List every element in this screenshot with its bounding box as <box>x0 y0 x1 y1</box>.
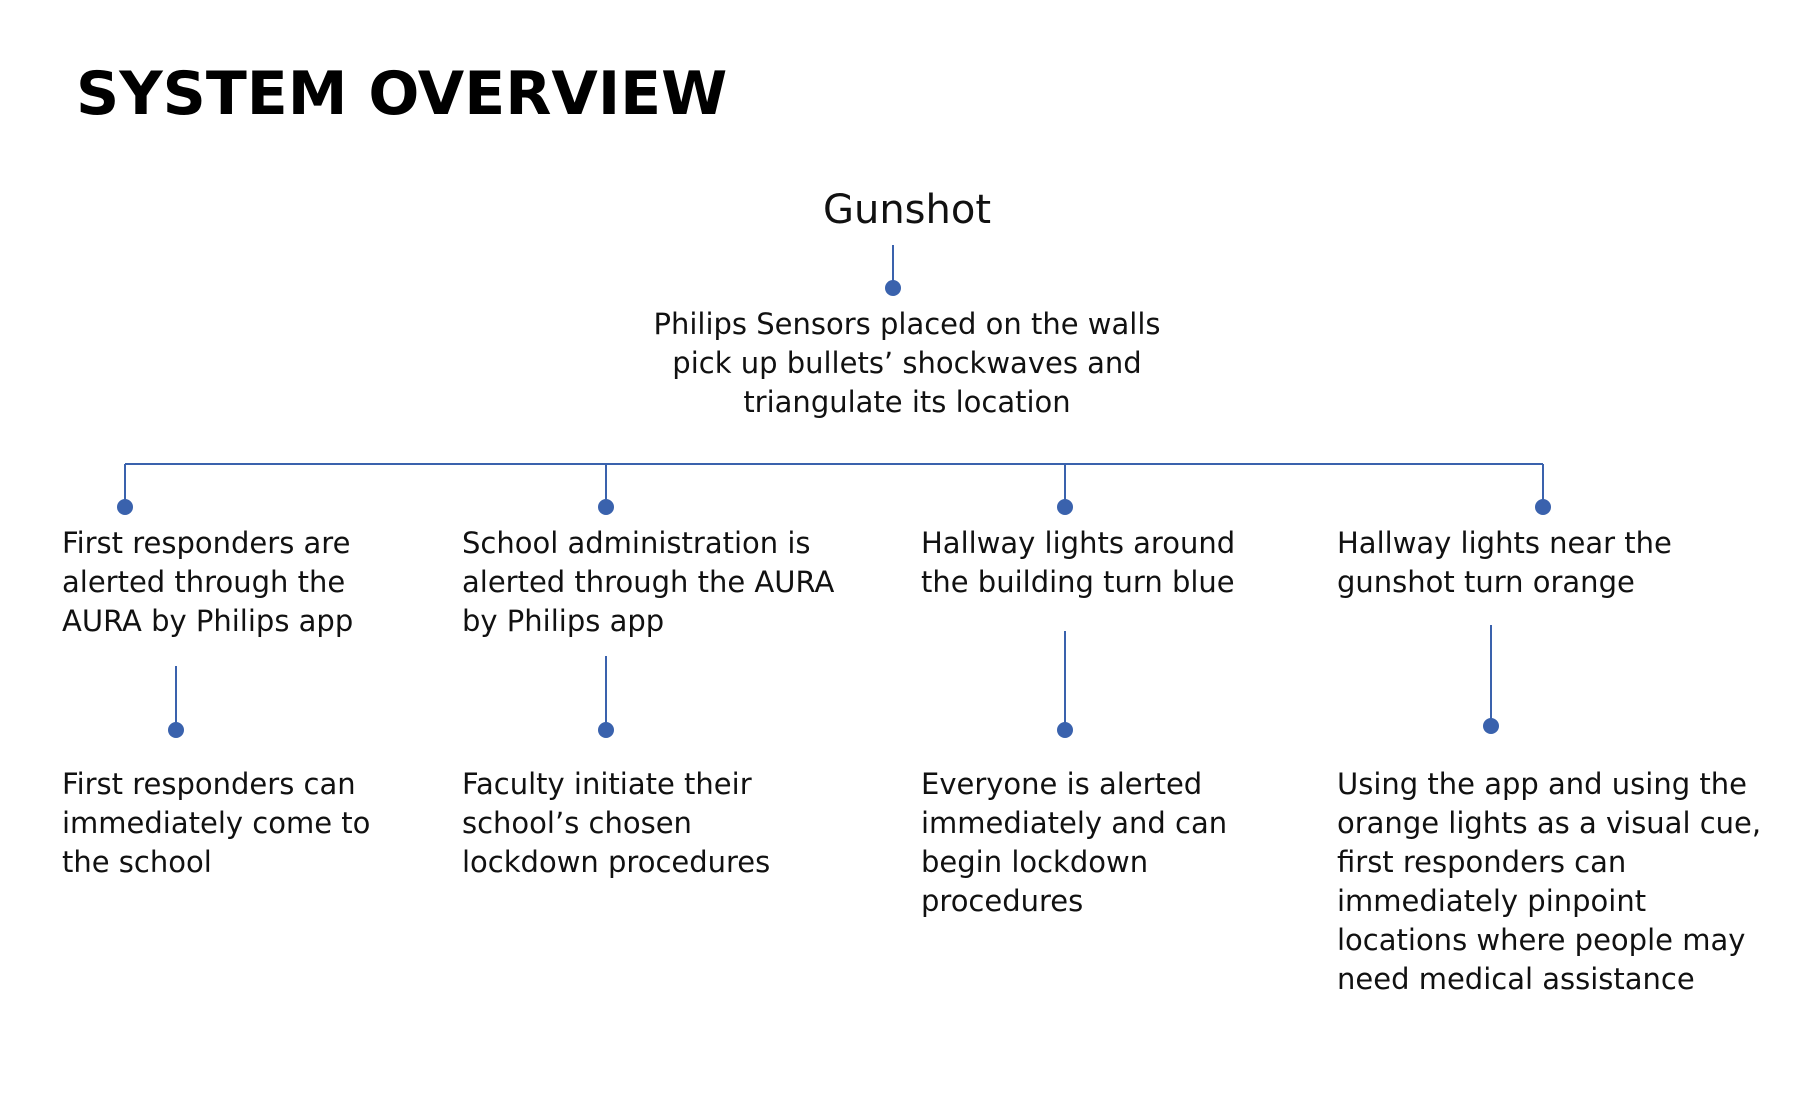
node-line: orange lights as a visual cue, <box>1337 806 1762 840</box>
branch-3-link-dot <box>1057 722 1073 738</box>
node-line: locations where people may <box>1337 923 1746 957</box>
node-line: School administration is <box>462 526 811 560</box>
sensor-line: Philips Sensors placed on the walls <box>653 307 1161 341</box>
branch-4-primary-node: Hallway lights near the gunshot turn ora… <box>1337 524 1672 602</box>
node-line: need medical assistance <box>1337 962 1695 996</box>
node-line: First responders are <box>62 526 351 560</box>
node-line: Hallway lights around <box>921 526 1236 560</box>
node-line: by Philips app <box>462 604 665 638</box>
branch-1-drop-dot <box>117 499 133 515</box>
gunshot-node: Gunshot <box>822 187 992 233</box>
sensor-line: triangulate its location <box>743 385 1071 419</box>
branch-4-secondary-node: Using the app and using the orange light… <box>1337 765 1761 999</box>
node-line: immediately come to <box>62 806 371 840</box>
node-line: First responders can <box>62 767 356 801</box>
node-line: alerted through the <box>62 565 346 599</box>
node-line: Everyone is alerted <box>921 767 1203 801</box>
branch-1-link-dot <box>168 722 184 738</box>
node-line: procedures <box>921 884 1084 918</box>
sensor-node: Philips Sensors placed on the walls pick… <box>607 305 1207 422</box>
node-line: Faculty initiate their <box>462 767 752 801</box>
node-line: alerted through the AURA <box>462 565 835 599</box>
branch-2-primary-node: School administration is alerted through… <box>462 524 834 641</box>
branch-2-secondary-node: Faculty initiate their school’s chosen l… <box>462 765 770 882</box>
sensor-line: pick up bullets’ shockwaves and <box>672 346 1142 380</box>
node-line: AURA by Philips app <box>62 604 354 638</box>
branch-3-secondary-node: Everyone is alerted immediately and can … <box>921 765 1227 921</box>
node-line: Using the app and using the <box>1337 767 1747 801</box>
node-line: immediately and can <box>921 806 1228 840</box>
branch-4-link-dot <box>1483 718 1499 734</box>
node-line: Hallway lights near the <box>1337 526 1672 560</box>
branch-2-drop-dot <box>598 499 614 515</box>
branch-1-primary-node: First responders are alerted through the… <box>62 524 353 641</box>
node-line: lockdown procedures <box>462 845 771 879</box>
root-connector-dot <box>885 280 901 296</box>
node-line: the building turn blue <box>921 565 1235 599</box>
node-line: gunshot turn orange <box>1337 565 1635 599</box>
node-line: first responders can <box>1337 845 1627 879</box>
branch-2-link-dot <box>598 722 614 738</box>
branch-1-secondary-node: First responders can immediately come to… <box>62 765 370 882</box>
node-line: immediately pinpoint <box>1337 884 1647 918</box>
branch-3-drop-dot <box>1057 499 1073 515</box>
node-line: the school <box>62 845 212 879</box>
node-line: school’s chosen <box>462 806 692 840</box>
branch-4-drop-dot <box>1535 499 1551 515</box>
page-title: SYSTEM OVERVIEW <box>76 59 728 129</box>
node-line: begin lockdown <box>921 845 1149 879</box>
branch-3-primary-node: Hallway lights around the building turn … <box>921 524 1235 602</box>
